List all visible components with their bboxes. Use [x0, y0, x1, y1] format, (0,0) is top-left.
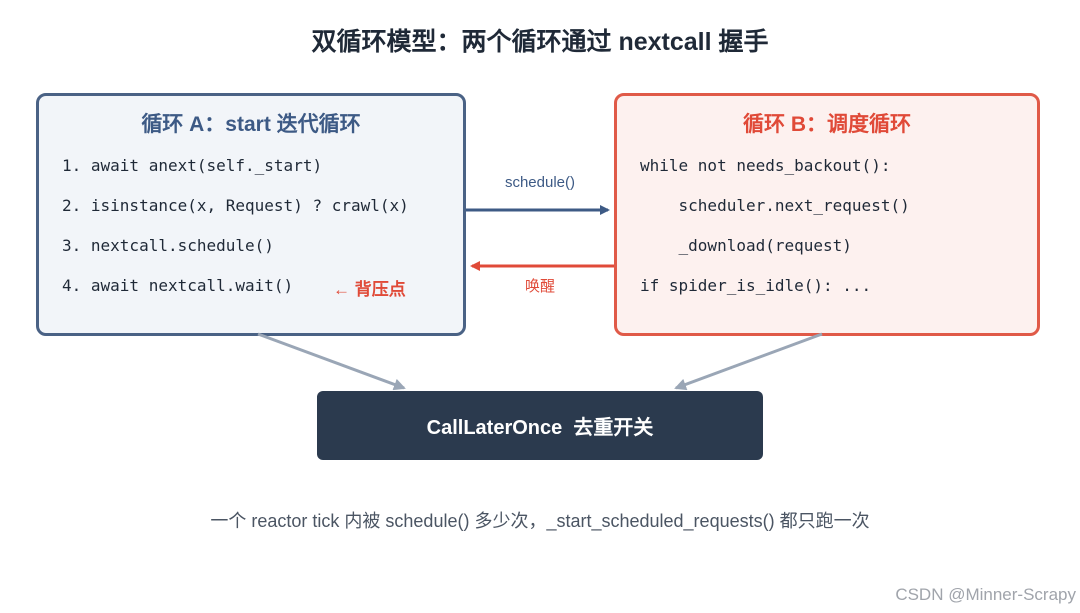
loop-a-box: 循环 A：start 迭代循环 1. await anext(self._sta…	[36, 93, 466, 336]
loop-a-line-1: 1. await anext(self._start)	[62, 156, 323, 175]
loop-a-title: 循环 A：start 迭代循环	[141, 113, 361, 136]
diagram-caption: 一个 reactor tick 内被 schedule() 多少次，_start…	[210, 511, 870, 531]
wake-arrow-label: 唤醒	[524, 278, 555, 295]
loop-b-line-1: while not needs_backout():	[640, 156, 891, 175]
loop-b-line-2: scheduler.next_request()	[640, 196, 910, 215]
backpressure-note: ← 背压点	[333, 280, 406, 299]
loop-b-box: 循环 B：调度循环 while not needs_backout(): sch…	[614, 93, 1040, 336]
watermark: CSDN @Minner-Scrapy	[895, 585, 1076, 604]
loop-a-line-4: 4. await nextcall.wait()	[62, 276, 294, 295]
loop-b-line-4: if spider_is_idle(): ...	[640, 276, 872, 295]
loop-a-to-dedup-arrow	[257, 332, 406, 391]
schedule-arrow-label: schedule()	[504, 174, 576, 191]
diagram-title: 双循环模型：两个循环通过 nextcall 握手	[311, 28, 769, 56]
loop-a-line-3: 3. nextcall.schedule()	[62, 236, 274, 255]
calllateronce-label: CallLaterOnce 去重开关	[426, 417, 654, 439]
loop-a-line-2: 2. isinstance(x, Request) ? crawl(x)	[62, 196, 409, 215]
loop-b-to-dedup-arrow	[674, 332, 823, 391]
loop-b-line-3: _download(request)	[640, 236, 852, 255]
loop-b-title: 循环 B：调度循环	[743, 113, 911, 136]
calllateronce-box: CallLaterOnce 去重开关	[317, 391, 763, 460]
